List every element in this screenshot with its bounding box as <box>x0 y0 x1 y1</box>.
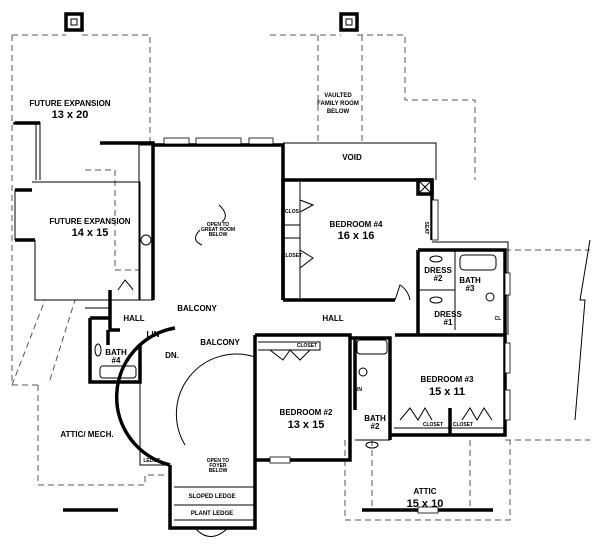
room-size: 16 x 16 <box>338 230 375 242</box>
closet-label: CLOSET <box>282 253 302 259</box>
closet-label: CLOSET <box>297 343 317 349</box>
great-room-label-3: BELOW <box>209 232 228 238</box>
dress-bath-3: DRESS #2 BATH #3 DRESS #1 CL <box>416 241 511 335</box>
balcony-label: BALCONY <box>200 338 240 347</box>
seat-label: SEAT <box>423 222 429 235</box>
room-size: 15 x 11 <box>429 386 465 398</box>
room-name: FUTURE EXPANSION <box>29 99 110 108</box>
room-name: BEDROOM #2 <box>280 408 333 417</box>
bath-2-number: #2 <box>371 422 380 431</box>
roof-outline <box>11 34 591 521</box>
dress-2-number: #2 <box>434 274 443 283</box>
chimney-left <box>64 12 84 32</box>
future-expansion-13x20: FUTURE EXPANSION 13 x 20 <box>13 99 111 180</box>
closet-label: CLOSET <box>453 422 473 428</box>
bedroom-4: CLOS CLOSET SEAT BEDROOM #4 16 x 16 <box>281 178 439 302</box>
attic: ATTIC 15 x 10 <box>362 487 493 514</box>
attic-mech-label: ATTIC/ MECH. <box>60 430 113 439</box>
bath-4-number: #4 <box>112 356 121 365</box>
room-name: ATTIC <box>414 487 437 496</box>
bath-3-name: BATH <box>459 276 481 285</box>
foyer-label-1: OPEN TO <box>207 458 230 464</box>
sloped-ledge-label: SLOPED LEDGE <box>188 494 235 500</box>
open-to-great-room: OPEN TO GREAT ROOM BELOW <box>100 137 285 301</box>
room-name: FUTURE EXPANSION <box>49 217 130 226</box>
bedroom-2: CLOSET BEDROOM #2 13 x 15 <box>255 333 352 464</box>
future-expansion-14x15: FUTURE EXPANSION 14 x 15 <box>14 181 141 301</box>
closet-label: CLOSET <box>423 422 443 428</box>
room-size: 14 x 15 <box>72 227 109 239</box>
curved-staircase: DN. LEDGE BALCONY <box>114 326 256 467</box>
down-label: DN. <box>165 351 179 360</box>
room-size: 15 x 10 <box>407 498 444 510</box>
dress-1-name: DRESS <box>434 310 462 319</box>
room-name: BEDROOM #4 <box>330 220 383 229</box>
lin-label: LIN <box>354 387 362 393</box>
vaulted-label-2: FAMILY ROOM <box>317 101 359 107</box>
chimney-right <box>339 12 359 32</box>
balcony-label: BALCONY <box>177 304 217 313</box>
great-room-label-2: GREAT ROOM <box>201 227 235 233</box>
room-size: 13 x 20 <box>52 109 89 121</box>
foyer-label-3: BELOW <box>209 468 228 474</box>
hall-balcony: CLOS BALCONY HALL HALL <box>85 279 344 345</box>
bath-3-number: #3 <box>466 284 475 293</box>
plant-ledge-label: PLANT LEDGE <box>191 511 233 517</box>
vaulted-label-3: BELOW <box>327 109 350 115</box>
open-to-foyer: OPEN TO FOYER BELOW SLOPED LEDGE PLANT L… <box>168 335 257 537</box>
hall-label: HALL <box>322 314 343 323</box>
bath-2: LIN BATH #2 <box>350 336 392 449</box>
great-room-label-1: OPEN TO <box>207 222 230 228</box>
vaulted-label-1: VAULTED <box>324 93 352 99</box>
dress-1-number: #1 <box>444 318 453 327</box>
bedroom-3: CLOSET CLOSET BEDROOM #3 15 x 11 <box>390 333 511 437</box>
bath-4: BATH #4 LIN <box>88 316 160 384</box>
cl-label: CL <box>495 316 502 322</box>
room-name: BEDROOM #3 <box>421 375 474 384</box>
closet-label: CLOS <box>285 209 300 215</box>
room-size: 13 x 15 <box>288 419 325 431</box>
ledge-label: LEDGE <box>143 458 161 464</box>
hall-label: HALL <box>123 314 144 323</box>
bath-2-name: BATH <box>364 414 386 423</box>
void-label: VOID <box>342 153 362 162</box>
dress-2-name: DRESS <box>424 266 452 275</box>
foyer-label-2: FOYER <box>209 463 227 469</box>
bath-4-name: BATH <box>105 348 127 357</box>
